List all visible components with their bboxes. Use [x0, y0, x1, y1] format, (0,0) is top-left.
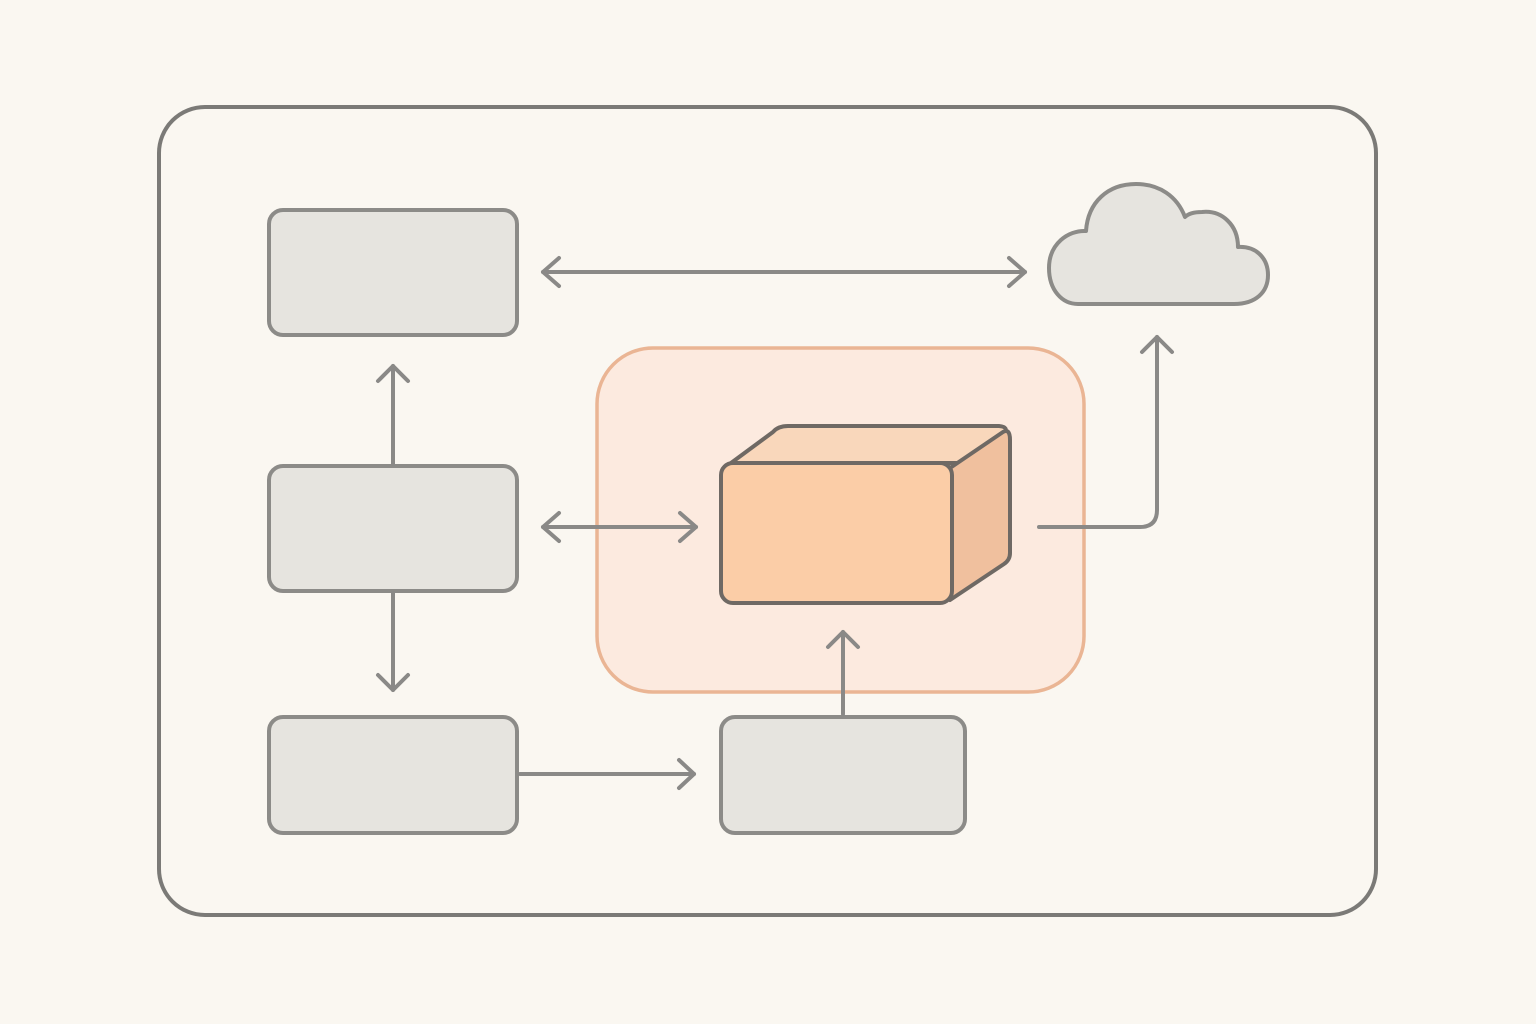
cube-front-face [719, 461, 954, 605]
arrow-bottom-left-to-center [518, 758, 696, 790]
outer-frame [157, 105, 1378, 917]
connectors [376, 256, 1174, 790]
cube-side-face [948, 429, 1012, 602]
arrow-middle-to-bottom [376, 591, 410, 692]
arrow-cube-to-cloud [1037, 335, 1174, 529]
box-bottom-center [719, 715, 967, 835]
cloud-icon [1047, 182, 1270, 306]
box-middle-left [267, 464, 519, 593]
arrow-top-box-cloud [541, 256, 1027, 288]
box-top-left [267, 208, 519, 337]
arrow-middle-cube [541, 511, 698, 543]
arrow-bottom-center-to-cube [826, 630, 860, 716]
box-bottom-left [267, 715, 519, 835]
arrow-middle-to-top [376, 364, 410, 466]
cube-icon [719, 424, 1012, 605]
